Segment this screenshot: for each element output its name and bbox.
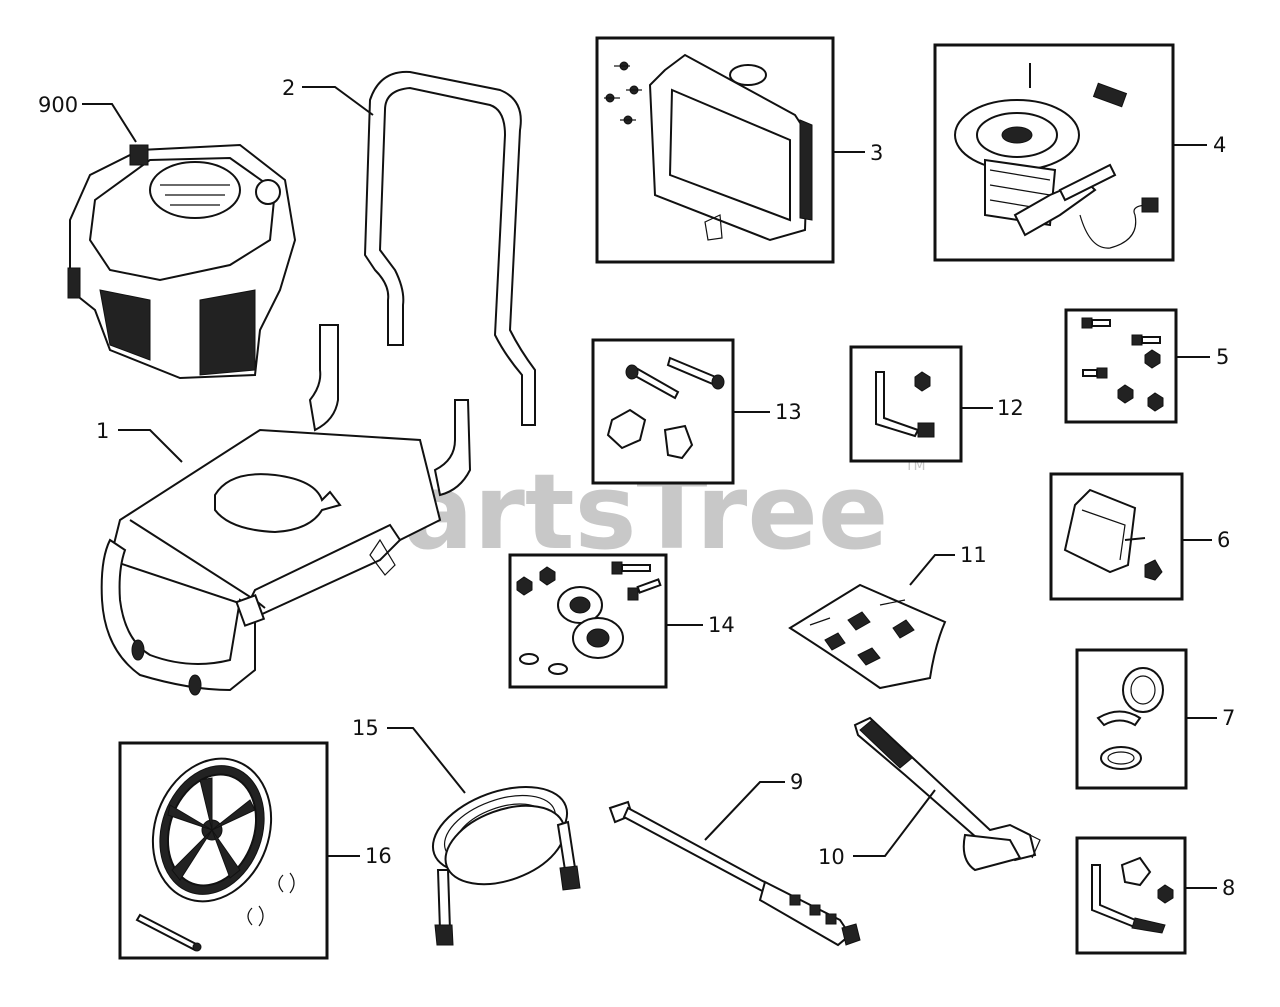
engine-part[interactable] <box>67 143 297 380</box>
callout-11: 11 <box>960 543 987 567</box>
callout-3: 3 <box>870 141 883 165</box>
hose-15-part[interactable] <box>421 770 581 946</box>
leader-900 <box>82 103 137 143</box>
callout-14: 14 <box>708 613 735 637</box>
bolts-knobs-13-part[interactable] <box>606 356 725 460</box>
wand-9-part[interactable] <box>608 800 861 947</box>
wheel-hardware-14-part[interactable] <box>516 561 662 675</box>
leader-10 <box>853 789 936 857</box>
leader-11 <box>909 554 955 586</box>
pump-part[interactable] <box>954 63 1159 249</box>
l-pin-8-part[interactable] <box>1091 856 1174 934</box>
nozzle-bag-11-part[interactable] <box>788 583 947 690</box>
callout-16: 16 <box>365 844 392 868</box>
control-panel-part[interactable] <box>604 53 813 242</box>
box-12 <box>849 345 963 463</box>
callout-9: 9 <box>790 770 803 794</box>
bracket-6-part[interactable] <box>1063 488 1163 581</box>
leader-1 <box>118 429 183 463</box>
hardware-5-part[interactable] <box>1081 317 1164 412</box>
callout-13: 13 <box>775 400 802 424</box>
callout-15: 15 <box>352 716 379 740</box>
callout-10: 10 <box>818 845 845 869</box>
wheel-16-part[interactable] <box>133 742 295 952</box>
l-pin-12-part[interactable] <box>875 371 935 438</box>
callout-4: 4 <box>1213 133 1226 157</box>
spray-gun-10-part[interactable] <box>853 716 1041 872</box>
leader-9 <box>704 781 785 841</box>
leader-2 <box>302 86 374 116</box>
frame-part[interactable] <box>100 324 472 696</box>
cap-gasket-7-part[interactable] <box>1096 667 1164 770</box>
leader-15 <box>387 727 466 794</box>
handle-part[interactable] <box>363 70 536 426</box>
box-13 <box>591 338 735 485</box>
callout-5: 5 <box>1216 345 1229 369</box>
callout-2: 2 <box>282 76 295 100</box>
callout-8: 8 <box>1222 876 1235 900</box>
callout-1: 1 <box>96 419 109 443</box>
callout-900: 900 <box>38 93 78 117</box>
callout-6: 6 <box>1217 528 1230 552</box>
callout-7: 7 <box>1222 706 1235 730</box>
callout-12: 12 <box>997 396 1024 420</box>
